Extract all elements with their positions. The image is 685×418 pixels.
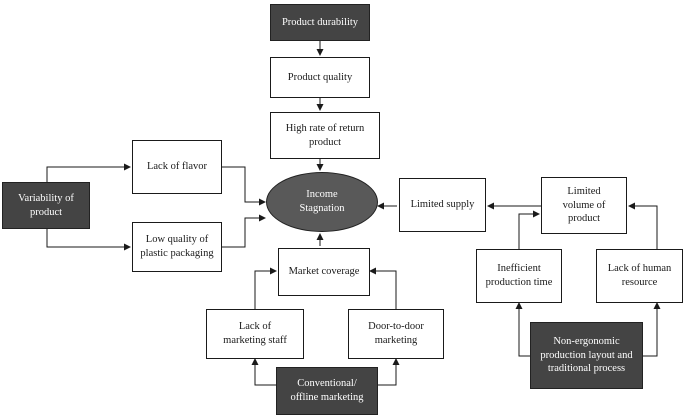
edge-variability-to-flavor bbox=[46, 163, 131, 182]
node-conventional-offline-marketing: Conventional/ offline marketing bbox=[276, 367, 378, 415]
node-lack-of-human-resource: Lack of human resource bbox=[596, 249, 683, 303]
node-product-quality: Product quality bbox=[270, 57, 370, 98]
edge-door-to-coverage bbox=[369, 267, 397, 309]
edge-conventional-to-door bbox=[378, 358, 400, 386]
node-limited-volume: Limited volume of product bbox=[541, 177, 627, 234]
node-income-stagnation: Income Stagnation bbox=[266, 172, 378, 232]
node-limited-supply: Limited supply bbox=[399, 178, 486, 232]
edge-variability-to-packaging bbox=[46, 229, 131, 251]
edge-packaging-to-income bbox=[222, 214, 266, 248]
edge-conventional-to-staff bbox=[251, 358, 276, 386]
node-door-to-door-marketing: Door-to-door marketing bbox=[348, 309, 444, 359]
node-non-ergonomic-production: Non-ergonomic production layout and trad… bbox=[530, 322, 643, 389]
edge-staff-to-coverage bbox=[254, 267, 277, 309]
edge-human-to-volume bbox=[628, 202, 658, 249]
edge-flavor-to-income bbox=[222, 166, 266, 206]
node-lack-of-marketing-staff: Lack of marketing staff bbox=[206, 309, 304, 359]
edge-nonergo-to-inefficient bbox=[515, 302, 530, 357]
edge-inefficient-to-volume bbox=[518, 210, 540, 249]
edge-nonergo-to-human bbox=[643, 302, 661, 357]
node-market-coverage: Market coverage bbox=[278, 248, 370, 296]
node-high-rate-return: High rate of return product bbox=[270, 112, 380, 159]
node-low-quality-packaging: Low quality of plastic packaging bbox=[132, 222, 222, 272]
node-lack-of-flavor: Lack of flavor bbox=[132, 140, 222, 194]
node-variability-of-product: Variability of product bbox=[2, 182, 90, 229]
node-product-durability: Product durability bbox=[270, 4, 370, 41]
node-inefficient-production-time: Inefficient production time bbox=[476, 249, 562, 303]
